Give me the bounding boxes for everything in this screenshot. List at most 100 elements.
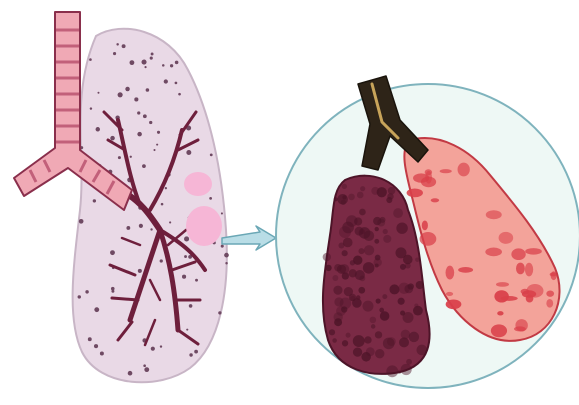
lung-speckle (118, 156, 121, 159)
lung-speckle (126, 226, 130, 230)
alveolus-bump (358, 287, 365, 294)
lung-speckle (110, 250, 115, 255)
lung-speckle (88, 337, 92, 341)
alveolus-bump (374, 239, 379, 244)
lung-speckle (186, 329, 188, 331)
lung-speckle (175, 61, 179, 65)
lung-speckle (195, 279, 198, 282)
lung-speckle (130, 60, 135, 65)
alveolus-opening (420, 232, 437, 246)
lung-speckle (144, 66, 146, 68)
lung-speckle (189, 304, 193, 308)
alveolus-opening (431, 198, 439, 202)
alveolus-bump (383, 235, 391, 243)
lung-speckle (209, 197, 212, 200)
lung-speckle (78, 295, 81, 298)
alveolus-bump (417, 345, 428, 356)
lung-speckle (138, 269, 142, 273)
alveolus-opening (491, 324, 507, 337)
alveolus-bump (360, 186, 365, 191)
alveolus-bump (380, 217, 386, 223)
lung-speckle (143, 114, 147, 118)
alveolus-opening (496, 282, 509, 287)
zoom-arrow-icon (222, 226, 276, 250)
lung-speckle (100, 352, 104, 356)
lung-speckle (150, 57, 153, 60)
lung-speckle (113, 52, 116, 55)
lung-speckle (146, 88, 150, 92)
alveolus-opening (514, 326, 526, 331)
alveolus-bump (338, 242, 344, 248)
alveolus-opening (525, 248, 542, 254)
lung-speckle (153, 149, 155, 151)
alveolus-bump (360, 275, 366, 281)
lung-speckle (162, 64, 165, 67)
lung-speckle (184, 236, 189, 241)
alveolus-bump (415, 257, 420, 262)
alveolus-bump (387, 337, 396, 346)
lung-speckle (175, 82, 178, 85)
lung-speckle (89, 58, 92, 61)
lung-speckle (116, 43, 118, 45)
lung-speckle (94, 307, 99, 312)
lung-speckle (143, 364, 146, 367)
alveolus-bump (405, 263, 411, 269)
alveolus-opening (546, 299, 553, 308)
lung-speckle (125, 87, 129, 91)
alveolus-bump (393, 208, 403, 218)
alveolus-bump (401, 330, 411, 340)
alveolus-bump (388, 187, 396, 195)
lung-speckle (184, 255, 187, 258)
lung-speckle (139, 224, 143, 228)
alveolus-bump (342, 340, 348, 346)
alveolus-opening (440, 169, 452, 173)
alveolus-bump (362, 301, 373, 312)
alveolus-opening (551, 271, 557, 280)
alveolus-bump (380, 311, 390, 321)
alveolus-opening (526, 295, 534, 303)
alveolus-opening (446, 292, 453, 296)
alveolus-opening (511, 248, 525, 260)
alveolus-bump (350, 296, 355, 301)
alveolus-bump (342, 184, 347, 189)
alveolus-bump (337, 194, 348, 205)
alveolus-bump (413, 306, 423, 316)
lung-speckle (144, 367, 149, 372)
alveolus-bump (401, 364, 412, 375)
alveolus-bump (358, 248, 364, 254)
alveolus-bump (400, 310, 405, 315)
alveolus-bump (395, 247, 406, 258)
lung-speckle (96, 127, 100, 131)
alveolus-bump (323, 253, 331, 261)
alveolus-bump (370, 317, 377, 324)
alveolus-bump (332, 275, 338, 281)
lung-speckle (194, 350, 198, 354)
lung-speckle (93, 199, 96, 202)
alveolus-bump (333, 286, 342, 295)
alveolus-bump (334, 318, 342, 326)
alveolus-bump (334, 197, 338, 201)
lung-speckle (156, 144, 158, 146)
lung-speckle (189, 353, 192, 356)
alveolus-bump (406, 359, 412, 365)
lung-speckle (169, 221, 171, 223)
lung-speckle (161, 203, 164, 206)
alveolus-opening (407, 188, 423, 197)
alveolus-opening (421, 177, 436, 188)
alveolus-bump (382, 294, 387, 299)
lung-speckle (90, 107, 92, 109)
alveolus-opening (458, 267, 473, 273)
lung-speckle (149, 121, 152, 124)
alveolus-opening (485, 248, 502, 257)
lung-speckle (151, 347, 155, 351)
lung-speckle (97, 92, 99, 94)
alveolus-opening (525, 263, 533, 277)
lung-speckle (224, 253, 229, 258)
alveolus-bump (346, 333, 351, 338)
lung-speckle (182, 275, 186, 279)
alveolus-bump (359, 209, 366, 216)
alveolus-bump (375, 227, 379, 231)
alveolus-bump (396, 222, 407, 233)
alveolus-bump (366, 347, 375, 356)
alveolus-bump (363, 262, 375, 274)
